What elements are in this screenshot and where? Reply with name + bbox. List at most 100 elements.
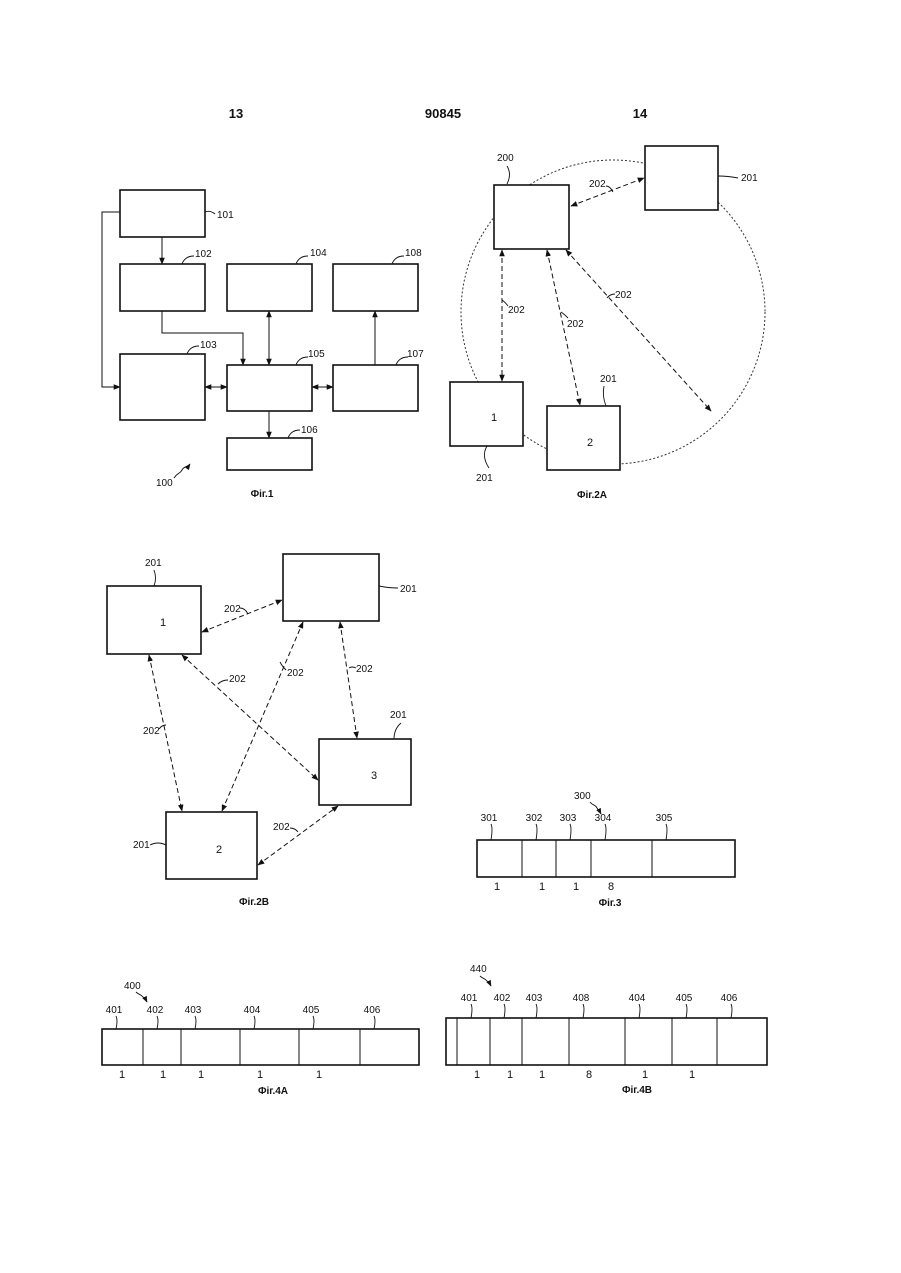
leader-201-top-right bbox=[718, 176, 738, 178]
frame-300 bbox=[477, 840, 735, 877]
ref-440: 440 bbox=[470, 964, 487, 975]
ref-202-top: 202 bbox=[589, 179, 606, 190]
leader-201-node1 bbox=[484, 446, 489, 468]
leader-202-right bbox=[349, 667, 356, 668]
ref-300: 300 bbox=[574, 791, 591, 802]
node-201-2 bbox=[547, 406, 620, 470]
figure-2a: 1 2 200 201 202 202 202 202 201 201 Фіг.… bbox=[450, 146, 765, 501]
field-label-303: 303 bbox=[560, 813, 577, 824]
field-size: 1 bbox=[119, 1069, 125, 1081]
leader-201-top bbox=[379, 586, 398, 588]
field-size: 1 bbox=[539, 881, 545, 893]
leader-100 bbox=[174, 464, 190, 478]
field-label-401: 401 bbox=[461, 993, 478, 1004]
figure-4a: 400 40114021403140414051406 Фіг.4А bbox=[102, 981, 419, 1097]
block-104 bbox=[227, 264, 312, 311]
node-201-1 bbox=[107, 586, 201, 654]
ref-202-right: 202 bbox=[356, 664, 373, 675]
field-size: 8 bbox=[586, 1069, 592, 1081]
ref-202-mid-right: 202 bbox=[287, 668, 304, 679]
node-201-2 bbox=[166, 812, 257, 879]
field-label-405: 405 bbox=[303, 1005, 320, 1016]
figure-3: 300 3011302130313048305 Фіг.3 bbox=[477, 791, 735, 909]
field-label-406: 406 bbox=[364, 1005, 381, 1016]
field-leader bbox=[254, 1016, 255, 1029]
link-1-top bbox=[202, 600, 282, 632]
field-leader bbox=[536, 824, 537, 840]
field-leader bbox=[570, 824, 571, 840]
ref-100: 100 bbox=[156, 478, 173, 489]
field-label-403: 403 bbox=[185, 1005, 202, 1016]
ref-201-node1: 201 bbox=[145, 558, 162, 569]
leader-102 bbox=[182, 256, 194, 264]
document-number: 90845 bbox=[425, 106, 461, 121]
node-1-text: 1 bbox=[491, 412, 497, 424]
fig3-caption: Фіг.3 bbox=[599, 898, 622, 909]
leader-200 bbox=[507, 166, 510, 184]
ref-101: 101 bbox=[217, 210, 234, 221]
ref-201-top-right: 201 bbox=[741, 173, 758, 184]
field-label-404: 404 bbox=[244, 1005, 261, 1016]
leader-202-mid-left bbox=[218, 680, 228, 684]
frame-400 bbox=[102, 1029, 419, 1065]
link-top-2 bbox=[222, 622, 303, 811]
leader-202-bottom bbox=[290, 828, 298, 832]
figure-1: 101 102 103 104 105 106 107 108 100 Фіг.… bbox=[102, 190, 424, 500]
field-label-304: 304 bbox=[595, 813, 612, 824]
field-size: 1 bbox=[642, 1069, 648, 1081]
leader-202-top bbox=[240, 608, 248, 614]
fig4a-caption: Фіг.4А bbox=[258, 1086, 288, 1097]
leader-108 bbox=[392, 256, 404, 264]
ref-108: 108 bbox=[405, 248, 422, 259]
field-leader bbox=[116, 1016, 117, 1029]
leader-202-right bbox=[607, 294, 615, 298]
ref-104: 104 bbox=[310, 248, 327, 259]
node-201-top-right bbox=[645, 146, 718, 210]
field-leader bbox=[471, 1004, 472, 1018]
leader-104 bbox=[296, 256, 308, 264]
ref-202-top: 202 bbox=[224, 604, 241, 615]
field-label-402: 402 bbox=[494, 993, 511, 1004]
node-3-text: 3 bbox=[371, 770, 377, 782]
field-label-302: 302 bbox=[526, 813, 543, 824]
field-leader bbox=[374, 1016, 375, 1029]
field-leader bbox=[313, 1016, 314, 1029]
block-102 bbox=[120, 264, 205, 311]
field-leader bbox=[731, 1004, 732, 1018]
link-101-103 bbox=[102, 212, 120, 387]
node-200 bbox=[494, 185, 569, 249]
leader-400 bbox=[136, 992, 147, 1002]
leader-202-left bbox=[502, 300, 508, 306]
field-size: 1 bbox=[160, 1069, 166, 1081]
ref-201-node2: 201 bbox=[600, 374, 617, 385]
link-200-topright bbox=[571, 178, 644, 206]
ref-202-left: 202 bbox=[508, 305, 525, 316]
block-106 bbox=[227, 438, 312, 470]
field-size: 1 bbox=[257, 1069, 263, 1081]
ref-202-mid-left: 202 bbox=[229, 674, 246, 685]
field-label-402: 402 bbox=[147, 1005, 164, 1016]
field-label-403: 403 bbox=[526, 993, 543, 1004]
field-size: 1 bbox=[539, 1069, 545, 1081]
ref-202-middle: 202 bbox=[567, 319, 584, 330]
block-107 bbox=[333, 365, 418, 411]
leader-106 bbox=[288, 430, 300, 438]
leader-201-node2 bbox=[150, 843, 166, 845]
ref-201-node2: 201 bbox=[133, 840, 150, 851]
field-leader bbox=[686, 1004, 687, 1018]
ref-400: 400 bbox=[124, 981, 141, 992]
ref-202-right: 202 bbox=[615, 290, 632, 301]
link-top-3 bbox=[340, 622, 357, 738]
leader-201-node2 bbox=[603, 386, 606, 406]
field-leader bbox=[157, 1016, 158, 1029]
block-103 bbox=[120, 354, 205, 420]
left-page-number: 13 bbox=[229, 106, 243, 121]
node-1-text: 1 bbox=[160, 617, 166, 629]
field-leader bbox=[195, 1016, 196, 1029]
leader-105 bbox=[296, 357, 308, 365]
field-label-404: 404 bbox=[629, 993, 646, 1004]
field-label-405: 405 bbox=[676, 993, 693, 1004]
field-label-401: 401 bbox=[106, 1005, 123, 1016]
ref-202-left: 202 bbox=[143, 726, 160, 737]
